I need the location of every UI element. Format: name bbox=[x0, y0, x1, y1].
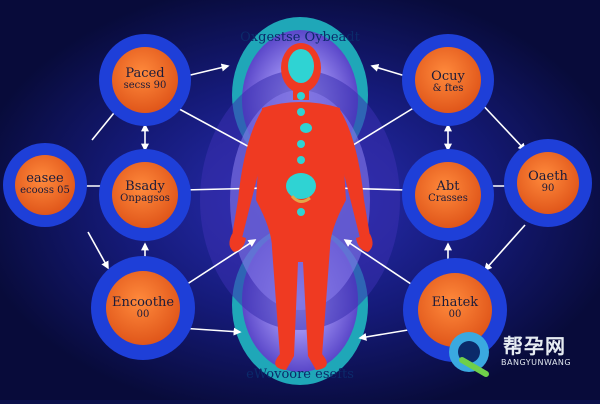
connector-line bbox=[87, 231, 109, 270]
node-sub: Onpagsos bbox=[120, 192, 170, 204]
node-bottom-right-text: Ehatek 00 bbox=[415, 296, 495, 320]
node-title: Oaeth bbox=[528, 169, 568, 184]
node-sub: 90 bbox=[541, 182, 555, 194]
node-left-outer bbox=[3, 143, 87, 227]
node-title: Bsady bbox=[125, 179, 165, 194]
node-bottom-left-text: Encoothe 00 bbox=[103, 296, 183, 320]
node-sub: 00 bbox=[448, 308, 462, 320]
watermark: 帮孕网 BANGYUNWANG bbox=[447, 330, 593, 376]
node-right-outer bbox=[504, 139, 592, 227]
node-sub: secss 90 bbox=[123, 79, 167, 91]
node-top-right bbox=[402, 34, 494, 126]
node-left-mid bbox=[99, 149, 191, 241]
bottom-label: eWovoore esefts bbox=[246, 367, 354, 382]
connector-line bbox=[333, 184, 406, 193]
head-icon bbox=[288, 49, 314, 83]
body-organs bbox=[286, 49, 316, 216]
top-label: Oxgestse Oybeadt bbox=[240, 30, 360, 45]
node-title: Ehatek bbox=[431, 295, 479, 310]
node-left-mid-text: Bsady Onpagsos bbox=[105, 180, 185, 204]
node-sub: Crasses bbox=[428, 192, 468, 204]
node-left-outer-text: easee ecooss 05 bbox=[5, 172, 85, 196]
watermark-text: 帮孕网 bbox=[503, 334, 566, 358]
connector-line bbox=[477, 99, 527, 152]
connector-line bbox=[343, 103, 421, 151]
node-bottom-left bbox=[91, 256, 195, 360]
node-top-right-text: Ocuy & ftes bbox=[408, 70, 488, 94]
connector-line bbox=[483, 224, 526, 272]
node-title: easee bbox=[26, 171, 64, 186]
connector-line bbox=[169, 103, 257, 151]
watermark-subtext: BANGYUNWANG bbox=[501, 358, 572, 367]
node-top-left-text: Paced secss 90 bbox=[105, 67, 185, 91]
node-sub: ecooss 05 bbox=[20, 184, 70, 196]
node-top-left bbox=[99, 34, 191, 126]
node-right-outer-text: Oaeth 90 bbox=[508, 170, 588, 194]
connector-line bbox=[343, 239, 421, 291]
node-title: Paced bbox=[125, 66, 165, 81]
node-sub: 00 bbox=[136, 308, 150, 320]
watermark-logo bbox=[449, 332, 489, 377]
node-right-mid bbox=[402, 149, 494, 241]
node-title: Abt bbox=[436, 179, 460, 194]
node-title: Encoothe bbox=[111, 295, 175, 310]
node-title: Ocuy bbox=[431, 69, 465, 84]
node-right-mid-text: Abt Crasses bbox=[408, 180, 488, 204]
connector-line bbox=[177, 239, 257, 291]
node-sub: & ftes bbox=[432, 82, 464, 94]
